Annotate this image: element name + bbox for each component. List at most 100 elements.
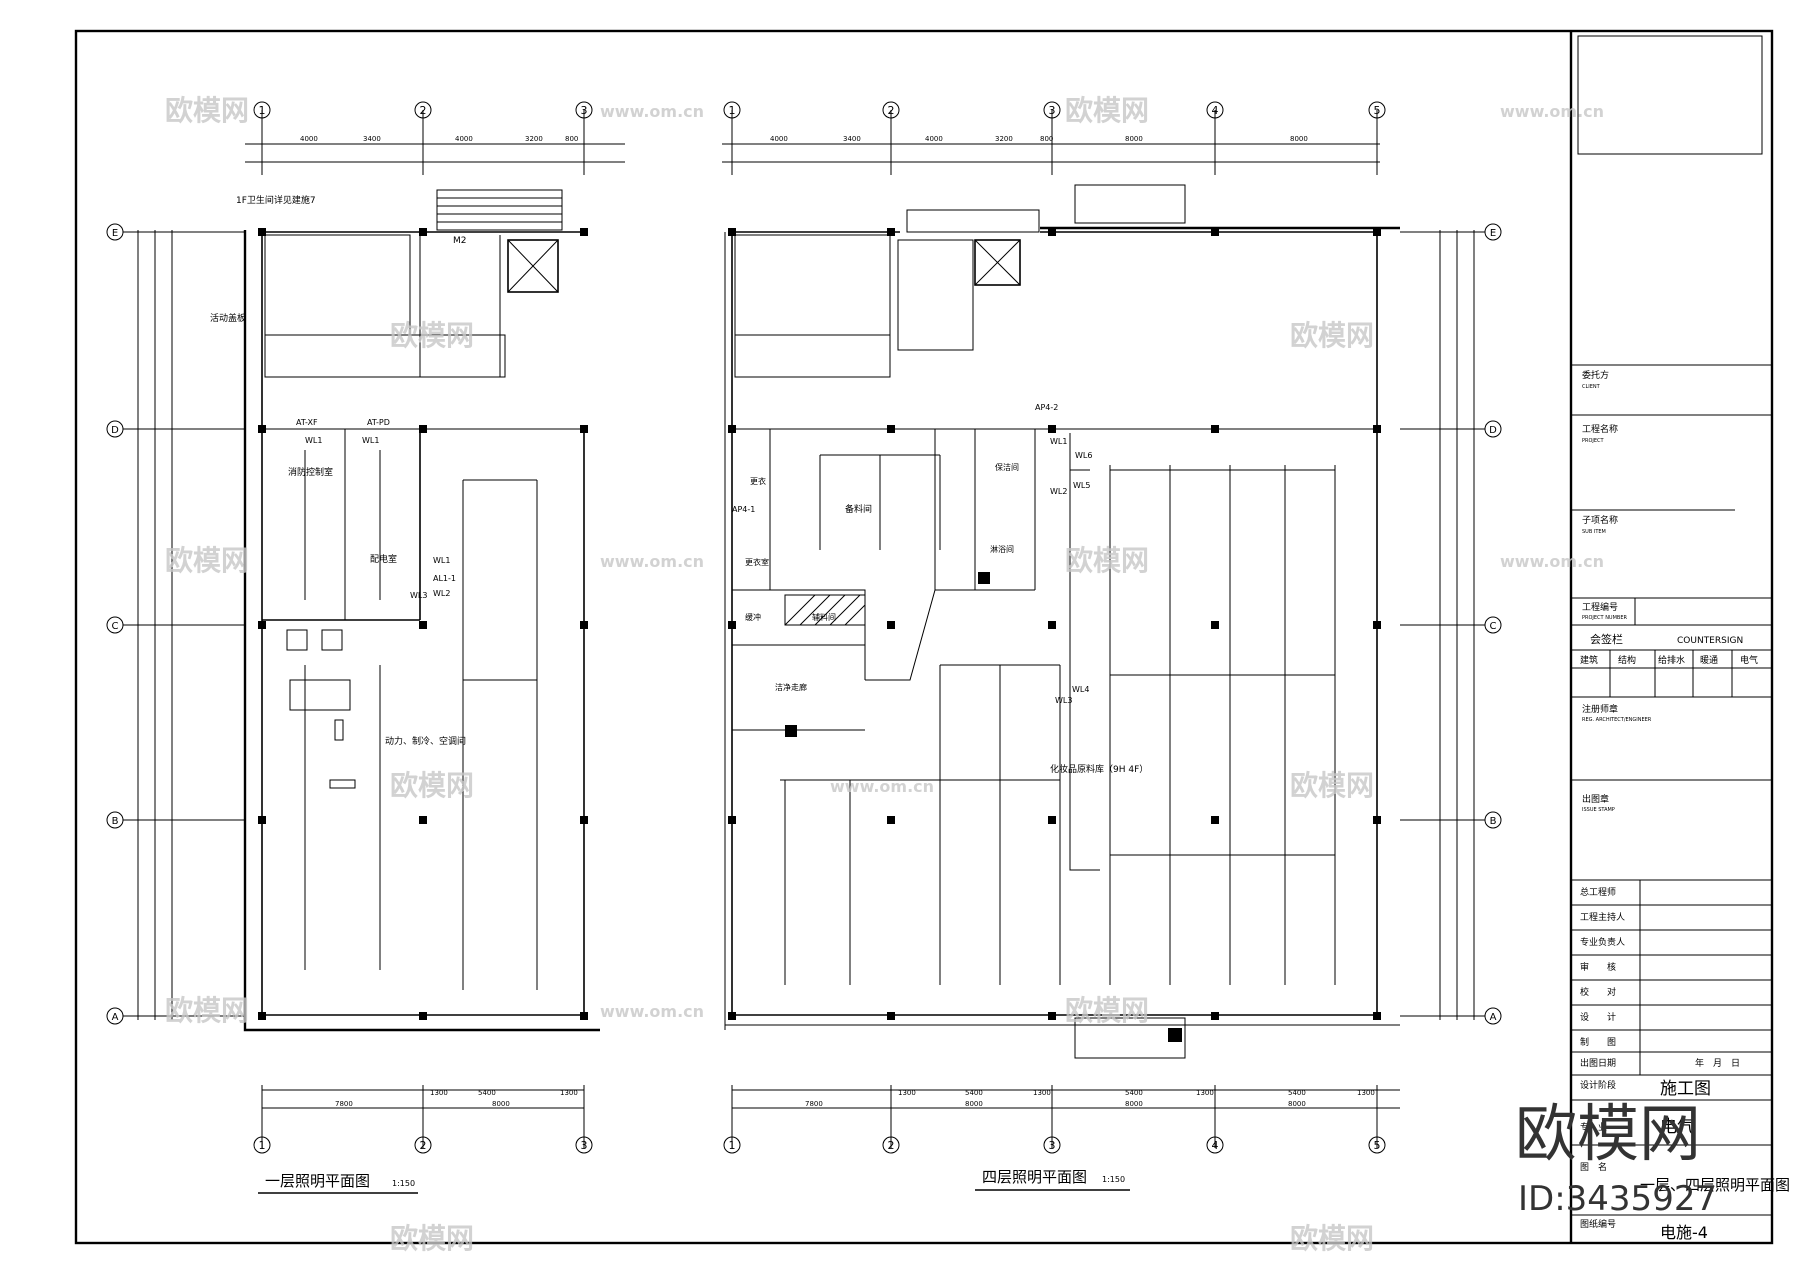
svg-text:1300: 1300 [1033, 1089, 1051, 1097]
svg-text:4000: 4000 [770, 135, 788, 143]
axis-bubbles-top-1: 1 2 3 [253, 101, 593, 119]
plan-fourth-floor: 1 2 3 4 5 4000 3400 4000 3200 800 8000 8… [722, 101, 1502, 1191]
svg-text:AP4-2: AP4-2 [1035, 403, 1058, 412]
svg-text:洁净走廊: 洁净走廊 [775, 682, 807, 692]
svg-text:1: 1 [259, 104, 266, 117]
plan4-title: 四层照明平面图 [982, 1168, 1087, 1186]
svg-text:1300: 1300 [1196, 1089, 1214, 1097]
svg-text:WL3: WL3 [1055, 696, 1072, 705]
light-fixtures-plan4 [780, 454, 1336, 985]
svg-text:D: D [1489, 425, 1497, 436]
svg-text:出图日期: 出图日期 [1580, 1057, 1616, 1069]
svg-text:WL5: WL5 [1073, 481, 1090, 490]
svg-text:3: 3 [1049, 104, 1056, 117]
svg-text:1: 1 [729, 104, 736, 117]
svg-text:淋浴间: 淋浴间 [990, 544, 1014, 554]
svg-text:WL6: WL6 [1075, 451, 1092, 460]
svg-text:PROJECT: PROJECT [1582, 438, 1605, 444]
svg-text:5: 5 [1374, 104, 1381, 117]
svg-text:www.om.cn: www.om.cn [1500, 552, 1604, 571]
svg-text:1: 1 [259, 1139, 266, 1152]
watermark-logo: 欧模网 [1515, 1097, 1701, 1170]
watermark: 欧模网 www.om.cn 欧模网 www.om.cn 欧模网 欧模网 欧模网 … [165, 94, 1717, 1255]
svg-text:AT-PD: AT-PD [367, 418, 390, 427]
svg-text:备料间: 备料间 [845, 503, 872, 515]
svg-text:WL2: WL2 [1050, 487, 1067, 496]
svg-text:REG. ARCHITECT/ENGINEER: REG. ARCHITECT/ENGINEER [1582, 717, 1652, 723]
svg-text:配电室: 配电室 [370, 553, 397, 565]
svg-text:1:150: 1:150 [392, 1179, 415, 1188]
hatch-area [784, 594, 866, 626]
svg-text:4000: 4000 [455, 135, 473, 143]
svg-text:活动盖板: 活动盖板 [210, 312, 246, 324]
svg-text:8000: 8000 [492, 1100, 510, 1108]
sheet-border [74, 29, 1774, 1245]
axis-bubbles-bottom-4: 1 2 3 4 5 [723, 1136, 1386, 1154]
svg-text:8000: 8000 [1125, 1100, 1143, 1108]
svg-text:制 图: 制 图 [1580, 1036, 1616, 1048]
svg-text:3: 3 [581, 1139, 588, 1152]
svg-text:工程主持人: 工程主持人 [1580, 911, 1625, 923]
svg-text:8000: 8000 [1125, 135, 1143, 143]
svg-text:出图章: 出图章 [1582, 793, 1609, 805]
svg-text:2: 2 [420, 1139, 427, 1152]
svg-text:AT-XF: AT-XF [296, 418, 318, 427]
svg-text:7800: 7800 [805, 1100, 823, 1108]
svg-text:WL1: WL1 [433, 556, 450, 565]
svg-text:电施-4: 电施-4 [1660, 1223, 1708, 1242]
svg-text:保洁间: 保洁间 [995, 462, 1019, 472]
svg-text:www.om.cn: www.om.cn [600, 102, 704, 121]
svg-text:www.om.cn: www.om.cn [600, 552, 704, 571]
svg-text:子项名称: 子项名称 [1582, 514, 1618, 526]
svg-text:总工程师: 总工程师 [1580, 886, 1616, 898]
columns-plan4 [728, 228, 1381, 1042]
svg-text:3400: 3400 [363, 135, 381, 143]
svg-text:5: 5 [1374, 1139, 1381, 1152]
svg-text:www.om.cn: www.om.cn [600, 1002, 704, 1021]
svg-text:PROJECT NUMBER: PROJECT NUMBER [1582, 615, 1627, 621]
svg-text:www.om.cn: www.om.cn [830, 777, 934, 796]
svg-text:8000: 8000 [1288, 1100, 1306, 1108]
svg-text:缓冲: 缓冲 [745, 612, 761, 622]
svg-text:A: A [1490, 1012, 1497, 1023]
svg-text:A: A [112, 1012, 119, 1023]
svg-text:1300: 1300 [430, 1089, 448, 1097]
svg-text:建筑: 建筑 [1580, 654, 1598, 666]
svg-text:欧模网: 欧模网 [1290, 769, 1374, 802]
svg-text:2: 2 [420, 104, 427, 117]
svg-text:会签栏: 会签栏 [1590, 632, 1623, 646]
svg-text:更衣: 更衣 [750, 476, 766, 486]
svg-text:年 月 日: 年 月 日 [1695, 1057, 1740, 1069]
title-block: 委托方 CLIENT 工程名称 PROJECT 子项名称 SUB ITEM 工程… [1571, 35, 1790, 1242]
svg-text:B: B [112, 816, 119, 827]
svg-text:5400: 5400 [1125, 1089, 1143, 1097]
svg-text:E: E [112, 228, 118, 239]
svg-text:www.om.cn: www.om.cn [1500, 102, 1604, 121]
svg-text:800: 800 [1040, 135, 1053, 143]
plan-first-floor: 1 2 3 4000 3400 4000 3200 800 E D C B A [106, 101, 625, 1194]
svg-text:专业负责人: 专业负责人 [1580, 936, 1625, 948]
svg-text:欧模网: 欧模网 [1065, 94, 1149, 127]
svg-text:委托方: 委托方 [1582, 369, 1609, 381]
svg-text:5400: 5400 [1288, 1089, 1306, 1097]
svg-text:SUB ITEM: SUB ITEM [1582, 529, 1606, 535]
svg-text:C: C [1490, 621, 1497, 632]
svg-text:欧模网: 欧模网 [390, 319, 474, 352]
axis-bubbles-left-1: E D C B A [106, 223, 124, 1025]
svg-text:4000: 4000 [925, 135, 943, 143]
svg-text:1: 1 [729, 1139, 736, 1152]
svg-text:AL1-1: AL1-1 [433, 574, 456, 583]
svg-text:1F卫生间详见建施7: 1F卫生间详见建施7 [236, 194, 316, 206]
svg-text:2: 2 [888, 1139, 895, 1152]
svg-text:给排水: 给排水 [1658, 654, 1685, 666]
svg-text:4: 4 [1212, 104, 1219, 117]
svg-text:更衣室: 更衣室 [745, 557, 769, 567]
svg-text:4000: 4000 [300, 135, 318, 143]
svg-text:7800: 7800 [335, 1100, 353, 1108]
svg-text:8000: 8000 [965, 1100, 983, 1108]
svg-text:1300: 1300 [560, 1089, 578, 1097]
svg-text:施工图: 施工图 [1660, 1079, 1711, 1099]
svg-text:5400: 5400 [478, 1089, 496, 1097]
columns-plan1 [258, 228, 588, 1020]
